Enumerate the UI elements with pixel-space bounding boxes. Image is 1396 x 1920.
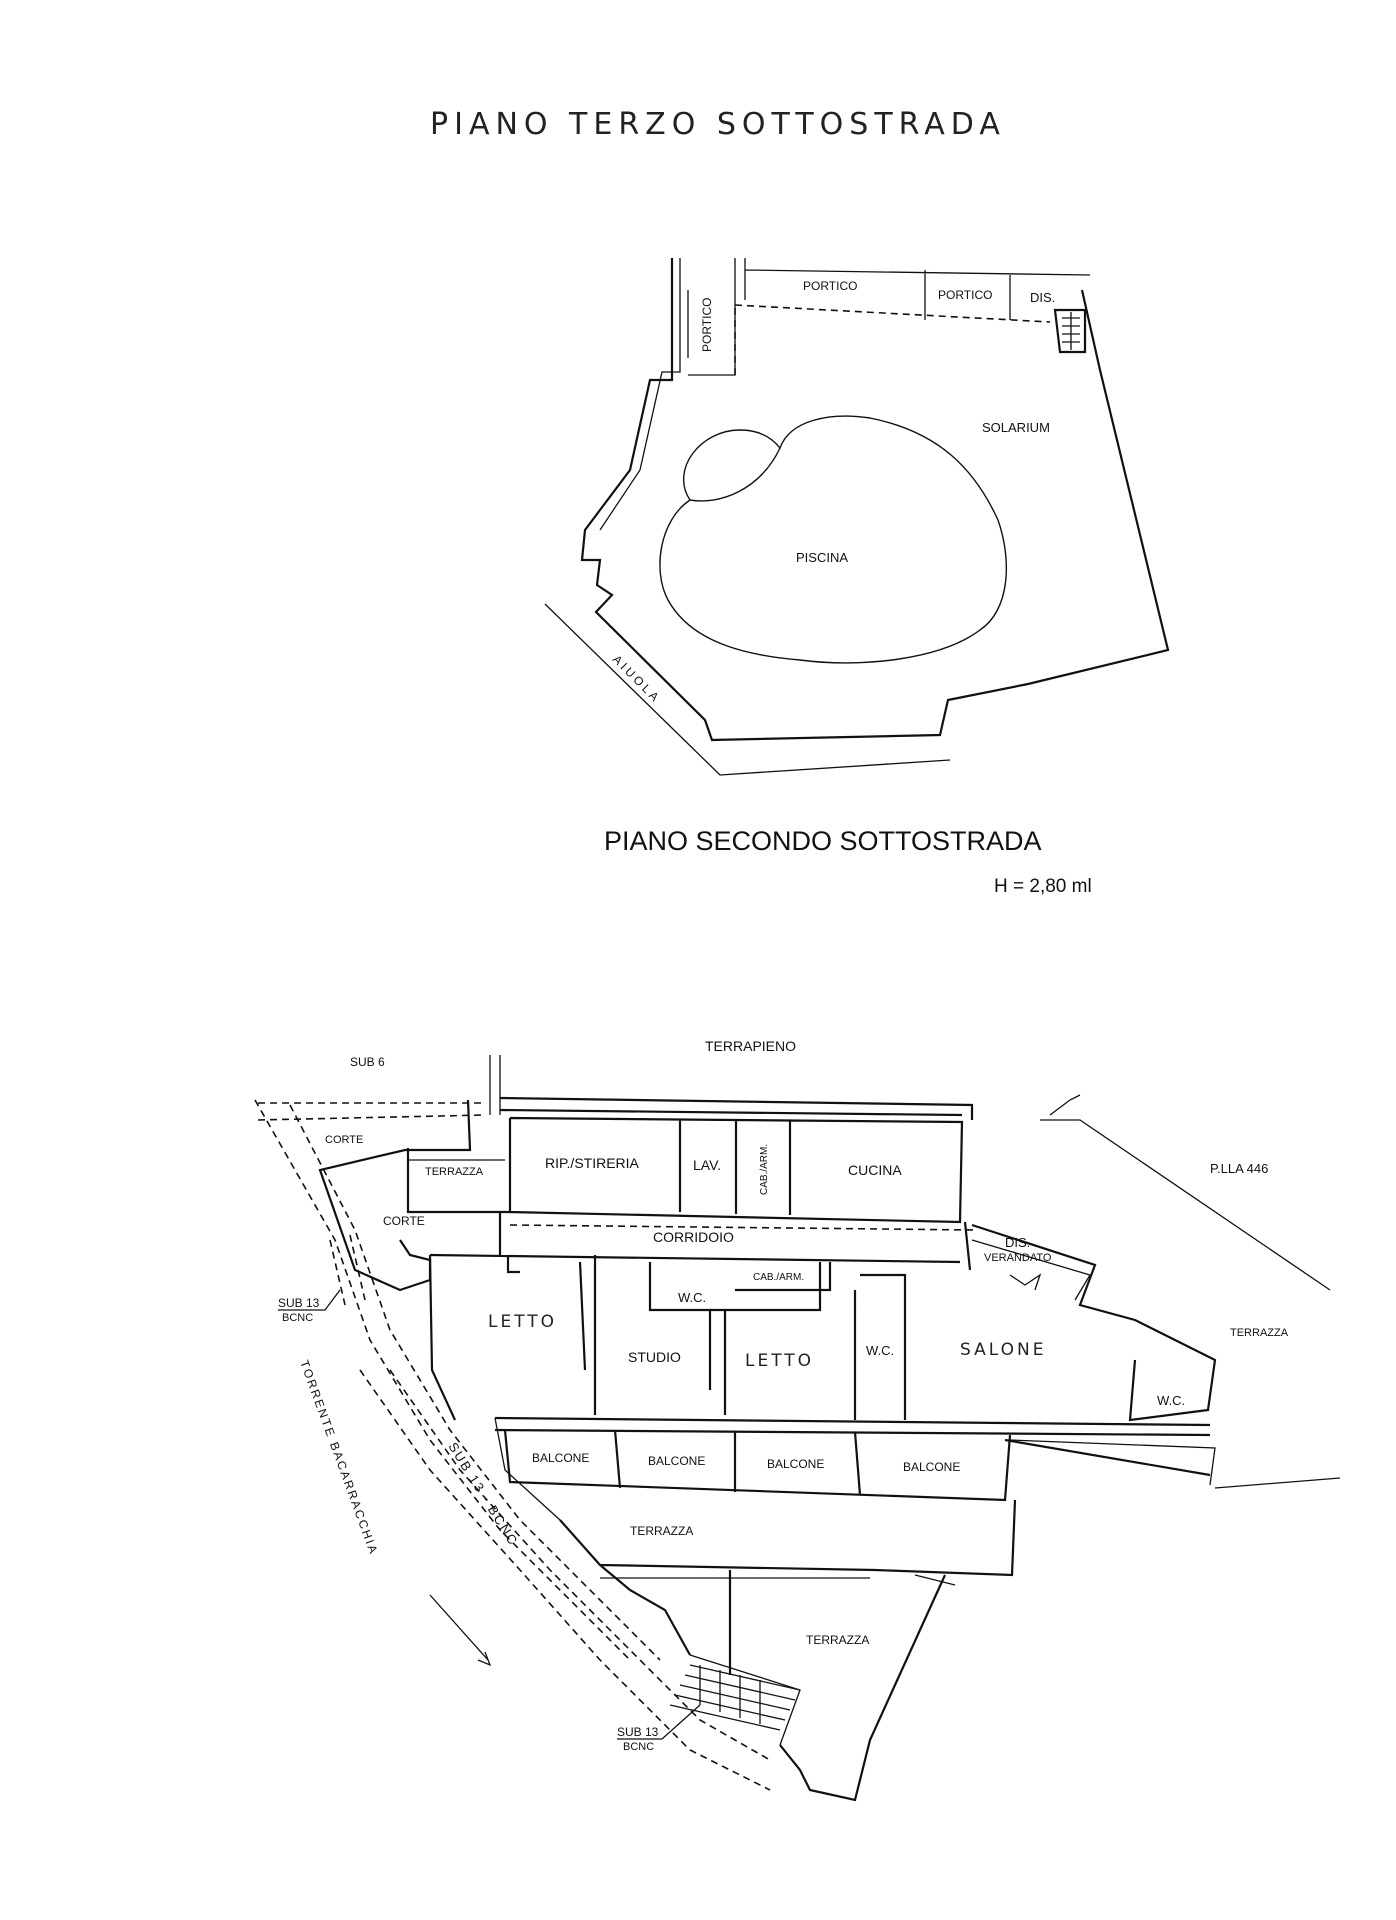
label-wc-1: W.C. bbox=[678, 1290, 706, 1305]
label-terrazza-small: TERRAZZA bbox=[425, 1166, 484, 1178]
upper-room-dis: DIS. bbox=[1030, 290, 1055, 305]
lower-floor-plan bbox=[254, 1055, 1341, 1802]
label-terrazza-right: TERRAZZA bbox=[1230, 1327, 1289, 1339]
lower-terrazza-dividers bbox=[600, 1574, 956, 1746]
label-studio: STUDIO bbox=[628, 1349, 681, 1365]
label-corte: CORTE bbox=[383, 1214, 425, 1228]
label-cab-arm-vertical: CAB./ARM. bbox=[759, 1144, 770, 1195]
label-cucina: CUCINA bbox=[848, 1162, 902, 1178]
upper-dis-stair-treads bbox=[1062, 312, 1080, 350]
label-terrazza-bottom: TERRAZZA bbox=[806, 1633, 869, 1647]
lower-sub13-bcnc-path-lower bbox=[359, 1369, 771, 1791]
label-terrapieno: TERRAPIENO bbox=[705, 1038, 796, 1054]
upper-portico-dashed bbox=[734, 304, 1051, 375]
label-balcone-3: BALCONE bbox=[767, 1457, 824, 1471]
lower-plan-title: PIANO SECONDO SOTTOSTRADA bbox=[604, 826, 1042, 856]
label-balcone-1: BALCONE bbox=[532, 1451, 589, 1465]
label-lav: LAV. bbox=[693, 1157, 721, 1173]
upper-base-line bbox=[544, 603, 951, 776]
upper-room-solarium: SOLARIUM bbox=[982, 420, 1050, 435]
label-torrente: TORRENTE BACARRACCHIA bbox=[297, 1358, 381, 1557]
upper-plan-title: PIANO TERZO SOTTOSTRADA bbox=[430, 107, 1006, 142]
lower-terrazza-small bbox=[408, 1159, 505, 1213]
pool-waist bbox=[689, 447, 781, 502]
lower-north-wall bbox=[499, 1096, 974, 1120]
lower-bedroom-band bbox=[428, 1254, 907, 1421]
label-wc-3: W.C. bbox=[1157, 1393, 1185, 1408]
upper-room-portico-top: PORTICO bbox=[803, 279, 857, 293]
label-bcnc-a: BCNC bbox=[282, 1312, 313, 1324]
label-cab-arm: CAB./ARM. bbox=[753, 1272, 804, 1283]
label-plla-446: P.LLA 446 bbox=[1210, 1161, 1268, 1176]
lower-dis-verandato bbox=[971, 1239, 1091, 1301]
label-balcone-4: BALCONE bbox=[903, 1460, 960, 1474]
pool-outline bbox=[659, 415, 1007, 664]
label-terrazza-mid: TERRAZZA bbox=[630, 1524, 693, 1538]
lower-corridor-wall bbox=[429, 1212, 961, 1264]
upper-room-portico-vertical: PORTICO bbox=[700, 298, 714, 352]
lower-stairs bbox=[669, 1664, 801, 1731]
lower-plan-height-note: H = 2,80 ml bbox=[994, 876, 1092, 897]
upper-outer-wall-inner-line bbox=[599, 258, 681, 531]
lower-corte-walls bbox=[318, 1099, 510, 1292]
label-sub13-diagonal: SUB 13 - BCNC bbox=[445, 1440, 521, 1549]
upper-room-aiuola: AIUOLA bbox=[610, 652, 664, 706]
label-corridoio: CORRIDOIO bbox=[653, 1229, 734, 1245]
lower-sub6-boundary bbox=[257, 1102, 486, 1121]
label-letto-1: LETTO bbox=[488, 1312, 557, 1332]
lower-flow-arrow bbox=[429, 1594, 492, 1667]
label-sub6: SUB 6 bbox=[350, 1055, 385, 1069]
lower-sub6-post bbox=[489, 1055, 501, 1115]
label-wc-2: W.C. bbox=[866, 1343, 894, 1358]
label-sub13-b: SUB 13 bbox=[617, 1725, 659, 1739]
label-corte-top: CORTE bbox=[325, 1134, 363, 1146]
upper-dis-stair bbox=[1053, 308, 1087, 354]
upper-room-portico-small: PORTICO bbox=[938, 288, 992, 302]
lower-sub13-bcnc-path bbox=[254, 1099, 661, 1661]
lower-property-line bbox=[1040, 1094, 1341, 1489]
lower-salone-walls bbox=[963, 1221, 1217, 1422]
upper-outer-wall bbox=[580, 258, 1170, 742]
lower-north-rooms bbox=[508, 1116, 964, 1224]
label-sub13-a: SUB 13 bbox=[278, 1296, 320, 1310]
label-dis: DIS. bbox=[1005, 1235, 1030, 1250]
lower-corridor-dashed bbox=[509, 1224, 976, 1231]
lower-balcones bbox=[503, 1429, 1211, 1502]
upper-floor-plan bbox=[544, 258, 1170, 776]
lower-terrazze bbox=[559, 1499, 1017, 1802]
label-salone: SALONE bbox=[960, 1340, 1046, 1360]
label-letto-2: LETTO bbox=[745, 1351, 814, 1371]
label-rip-stireria: RIP./STIRERIA bbox=[545, 1155, 640, 1171]
sub13-a-leader bbox=[278, 1289, 341, 1311]
sub13-b-leader bbox=[617, 1704, 701, 1740]
label-bcnc-b: BCNC bbox=[623, 1741, 654, 1753]
label-balcone-2: BALCONE bbox=[648, 1454, 705, 1468]
upper-portico-top bbox=[744, 258, 1091, 320]
lower-balcony-rail bbox=[494, 1417, 1216, 1521]
label-verandato: VERANDATO bbox=[984, 1252, 1052, 1264]
upper-room-piscina: PISCINA bbox=[796, 550, 848, 565]
lower-balcony-beam bbox=[494, 1416, 1211, 1437]
